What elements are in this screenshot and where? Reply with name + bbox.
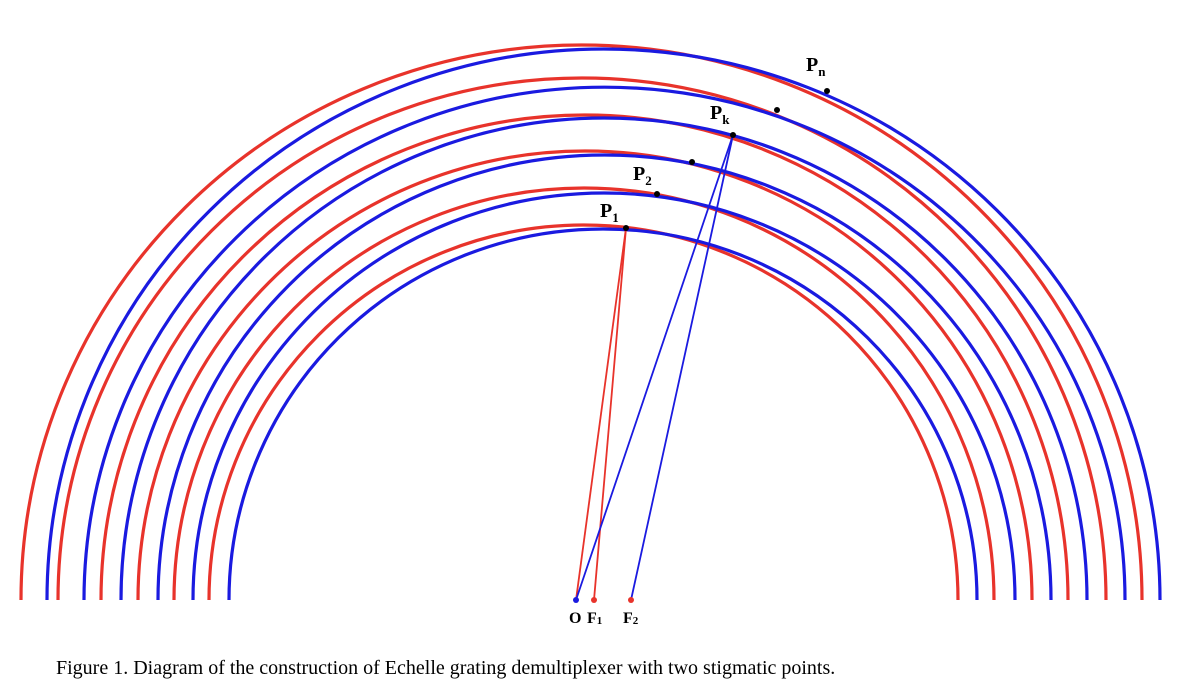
arc-red-7: [136, 149, 1034, 601]
label-p2: P2: [633, 163, 652, 188]
label-o: O: [569, 610, 581, 627]
arc-red-3: [56, 76, 1108, 601]
arc-blue-12: [227, 227, 979, 601]
ray-f2-pk: [630, 134, 734, 601]
label-pk: Pk: [710, 102, 730, 127]
arc-blue-2: [45, 47, 1162, 601]
label-f1: F1: [587, 610, 602, 627]
label-pn: Pn: [806, 54, 826, 79]
point-pk: [730, 132, 736, 138]
point-p2: [654, 191, 660, 197]
label-p1: P1: [600, 200, 619, 225]
ray-lines: [575, 134, 734, 601]
point-p-k1: [774, 107, 780, 113]
arc-blue-8: [156, 153, 1053, 601]
point-f2: [628, 597, 634, 603]
figure-caption: Figure 1. Diagram of the construction of…: [56, 657, 836, 679]
arc-blue-4: [82, 85, 1127, 601]
arc-red-11: [207, 223, 960, 601]
arc-red-5: [99, 113, 1070, 601]
grating-arcs: [19, 43, 1162, 601]
point-p3: [689, 159, 695, 165]
point-pn: [824, 88, 830, 94]
ray-o-p1: [575, 227, 627, 601]
point-o: [573, 597, 579, 603]
point-p1: [623, 225, 629, 231]
ray-f1-p1: [593, 227, 627, 601]
arc-blue-10: [191, 191, 1017, 601]
arc-red-1: [19, 43, 1144, 601]
ray-o-pk: [575, 134, 734, 601]
facet-points: [573, 88, 830, 603]
arc-red-9: [172, 186, 996, 601]
label-f2: F2: [623, 610, 639, 627]
point-f1: [591, 597, 597, 603]
arc-blue-6: [119, 116, 1089, 601]
